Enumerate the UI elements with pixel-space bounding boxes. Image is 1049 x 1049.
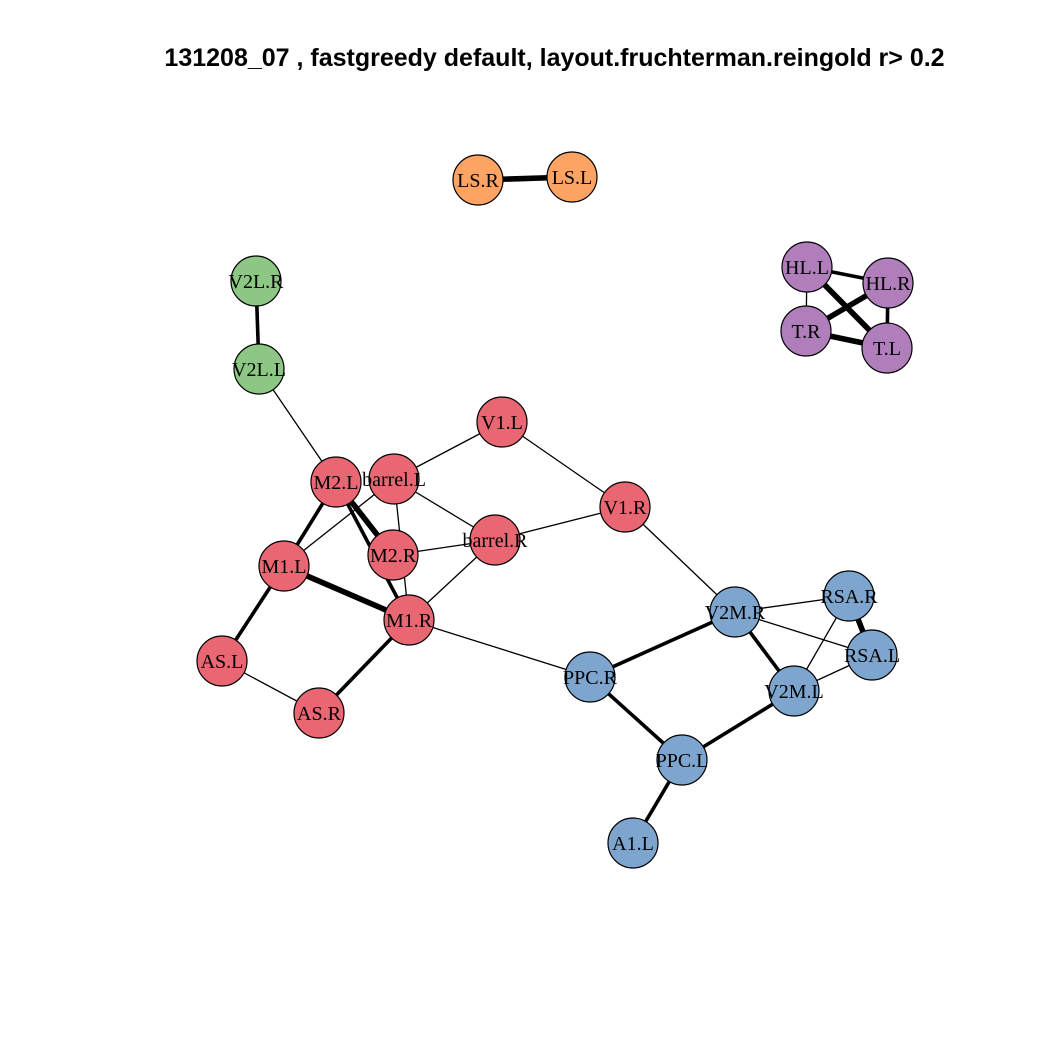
node-circle-as-l bbox=[196, 635, 248, 687]
node-circle-v2l-r bbox=[230, 255, 282, 307]
node-label-v2m-r: V2M.R bbox=[705, 602, 766, 624]
node-as-r: AS.R bbox=[293, 687, 345, 739]
node-label-v1-r: V1.R bbox=[604, 497, 647, 519]
node-label-as-r: AS.R bbox=[297, 703, 342, 725]
edge-ppc-r-v2m-r bbox=[589, 610, 736, 679]
node-as-l: AS.L bbox=[196, 635, 248, 687]
node-label-t-l: T.L bbox=[873, 338, 901, 360]
node-v2l-r: V2L.R bbox=[229, 255, 285, 307]
node-rsa-r: RSA.R bbox=[820, 570, 878, 622]
node-circle-hl-r bbox=[862, 257, 914, 309]
node-hl-r: HL.R bbox=[862, 257, 914, 309]
node-circle-v2l-l bbox=[233, 343, 285, 395]
node-label-m1-l: M1.L bbox=[262, 556, 307, 578]
node-label-m2-l: M2.L bbox=[314, 472, 359, 494]
node-circle-barrel-l bbox=[368, 453, 420, 505]
node-circle-ls-r bbox=[452, 154, 504, 206]
node-label-ppc-r: PPC.R bbox=[563, 667, 618, 689]
node-label-ls-l: LS.L bbox=[552, 167, 593, 189]
node-label-t-r: T.R bbox=[791, 321, 821, 343]
node-label-v1-l: V1.L bbox=[481, 412, 523, 434]
node-label-m1-r: M1.R bbox=[386, 610, 433, 632]
node-label-v2l-r: V2L.R bbox=[229, 271, 285, 293]
node-circle-t-l bbox=[861, 322, 913, 374]
node-label-barrel-r: barrel.R bbox=[463, 530, 529, 552]
node-circle-v1-r bbox=[599, 481, 651, 533]
node-ppc-r: PPC.R bbox=[563, 651, 618, 703]
node-label-rsa-r: RSA.R bbox=[820, 586, 878, 608]
node-circle-v2m-r bbox=[709, 586, 761, 638]
node-label-v2l-l: V2L.L bbox=[232, 359, 286, 381]
node-ls-l: LS.L bbox=[546, 151, 598, 203]
node-circle-m1-l bbox=[258, 540, 310, 592]
node-label-hl-l: HL.L bbox=[785, 257, 829, 279]
node-layer: LS.R LS.L V2L.R V2L.L HL.L HL.R T.R T.L V1.L M2.L… bbox=[196, 151, 914, 869]
node-rsa-l: RSA.L bbox=[844, 629, 900, 681]
node-v1-l: V1.L bbox=[476, 396, 528, 448]
node-circle-ls-l bbox=[546, 151, 598, 203]
node-m2-r: M2.R bbox=[367, 529, 419, 581]
node-label-ls-r: LS.R bbox=[457, 170, 499, 192]
edge-m1-r-ppc-r bbox=[408, 619, 591, 678]
node-ls-r: LS.R bbox=[452, 154, 504, 206]
node-a1-l: A1.L bbox=[607, 817, 659, 869]
node-v2m-l: V2M.L bbox=[764, 665, 824, 717]
node-label-barrel-l: barrel.L bbox=[362, 469, 426, 491]
node-label-hl-r: HL.R bbox=[866, 273, 912, 295]
node-t-l: T.L bbox=[861, 322, 913, 374]
node-circle-a1-l bbox=[607, 817, 659, 869]
node-circle-m2-l bbox=[310, 456, 362, 508]
node-m1-r: M1.R bbox=[383, 594, 435, 646]
node-circle-m2-r bbox=[367, 529, 419, 581]
node-circle-hl-l bbox=[781, 241, 833, 293]
node-circle-barrel-r bbox=[469, 514, 521, 566]
node-v1-r: V1.R bbox=[599, 481, 651, 533]
node-ppc-l: PPC.L bbox=[656, 734, 709, 786]
node-circle-v1-l bbox=[476, 396, 528, 448]
node-m2-l: M2.L bbox=[310, 456, 362, 508]
node-circle-rsa-r bbox=[823, 570, 875, 622]
node-v2l-l: V2L.L bbox=[232, 343, 286, 395]
node-circle-ppc-l bbox=[656, 734, 708, 786]
node-v2m-r: V2M.R bbox=[705, 586, 766, 638]
node-circle-ppc-r bbox=[564, 651, 616, 703]
node-t-r: T.R bbox=[780, 305, 832, 357]
node-label-rsa-l: RSA.L bbox=[844, 645, 900, 667]
node-barrel-r: barrel.R bbox=[463, 514, 529, 566]
node-label-ppc-l: PPC.L bbox=[656, 750, 709, 772]
node-label-a1-l: A1.L bbox=[612, 833, 654, 855]
node-circle-rsa-l bbox=[846, 629, 898, 681]
node-m1-l: M1.L bbox=[258, 540, 310, 592]
node-circle-t-r bbox=[780, 305, 832, 357]
node-circle-as-r bbox=[293, 687, 345, 739]
page-title: 131208_07 , fastgreedy default, layout.f… bbox=[164, 44, 945, 72]
node-barrel-l: barrel.L bbox=[362, 453, 426, 505]
node-label-v2m-l: V2M.L bbox=[764, 681, 823, 703]
node-label-m2-r: M2.R bbox=[370, 545, 417, 567]
node-label-as-l: AS.L bbox=[201, 651, 244, 673]
node-circle-v2m-l bbox=[768, 665, 820, 717]
node-hl-l: HL.L bbox=[781, 241, 833, 293]
node-circle-m1-r bbox=[383, 594, 435, 646]
